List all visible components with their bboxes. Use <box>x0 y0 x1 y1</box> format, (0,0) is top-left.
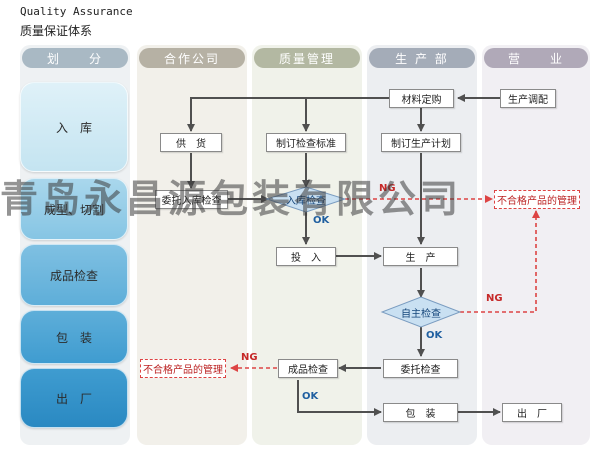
arrow-final-to-package <box>297 380 382 416</box>
diamond-self-check <box>380 296 462 328</box>
box-input: 投 入 <box>276 247 336 266</box>
label-ng-selfcheck: NG <box>486 293 503 304</box>
column-header-stage: 划 分 <box>22 48 128 68</box>
box-defect-mgmt-left: 不合格产品的管理 <box>140 359 226 378</box>
stage-forming-cutting: 成型、切割 <box>20 178 128 240</box>
label-ok-incoming: OK <box>313 215 330 226</box>
box-make-plan: 制订生产计划 <box>381 133 461 152</box>
box-final-check: 成品检查 <box>278 359 338 378</box>
column-header-production: 生 产 部 <box>369 48 475 68</box>
diamond-label-incoming: 入库检查 <box>286 195 326 207</box>
box-entrust-incoming: 委托入库检查 <box>155 190 228 209</box>
box-defect-mgmt-right: 不合格产品的管理 <box>494 190 580 209</box>
diamond-incoming-check <box>265 186 347 213</box>
stage-final-check: 成品检查 <box>20 244 128 306</box>
watermark-company: 青岛永昌源包装有限公司 <box>0 176 463 218</box>
column-header-sales: 营 业 <box>484 48 588 68</box>
title-english: Quality Assurance <box>20 5 133 18</box>
diamond-label-self-check: 自主检查 <box>401 308 441 320</box>
label-ng-final: NG <box>241 352 258 363</box>
arrow-order-to-supply <box>187 97 389 132</box>
box-ship: 出 厂 <box>502 403 562 422</box>
label-ok-final: OK <box>302 391 319 402</box>
label-ng-incoming: NG <box>379 183 396 194</box>
box-package: 包 装 <box>383 403 458 422</box>
ng-arrow-selfcheck <box>460 210 540 313</box>
box-produce: 生 产 <box>383 247 458 266</box>
column-header-quality: 质量管理 <box>254 48 360 68</box>
title-chinese: 质量保证体系 <box>20 24 93 38</box>
stage-shipping: 出 厂 <box>20 368 128 428</box>
box-supply: 供 货 <box>160 133 222 152</box>
box-set-standard: 制订检查标准 <box>266 133 346 152</box>
label-ok-selfcheck: OK <box>426 330 443 341</box>
box-production-adjust: 生产调配 <box>500 89 556 108</box>
column-header-partner: 合作公司 <box>139 48 245 68</box>
box-entrust-check: 委托检查 <box>383 359 458 378</box>
stage-packaging: 包 装 <box>20 310 128 364</box>
stage-incoming: 入 库 <box>20 82 128 172</box>
box-material-order: 材料定购 <box>389 89 454 108</box>
